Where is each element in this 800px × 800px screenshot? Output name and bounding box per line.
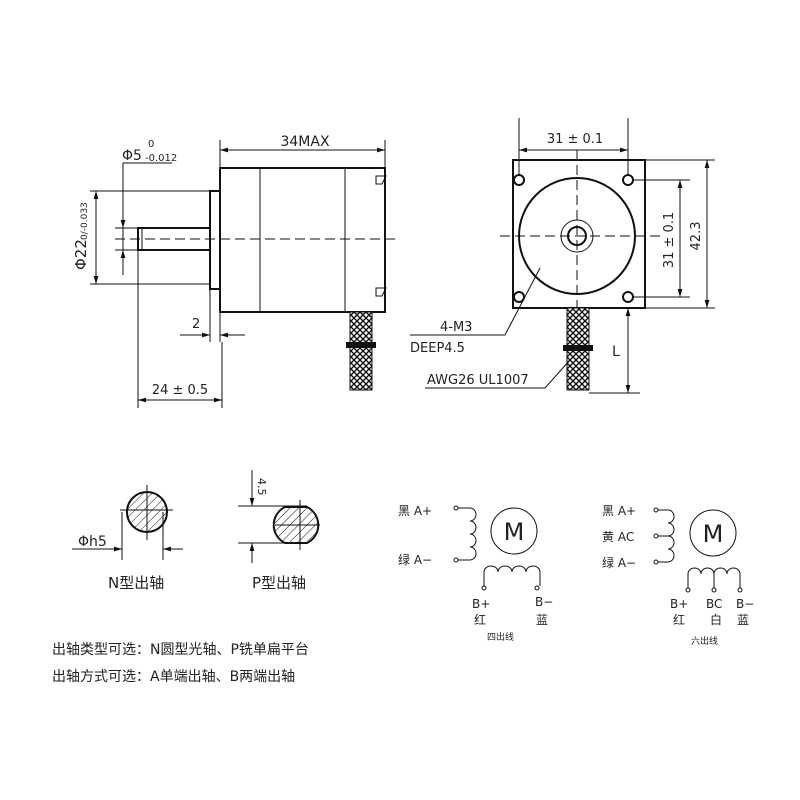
note-shaft-mode: 出轴方式可选：A单端出轴、B两端出轴	[52, 669, 295, 685]
n-dim: Φh5	[78, 534, 107, 550]
shaft-tol-lower: -0.012	[145, 153, 177, 164]
cable-length: L	[612, 344, 620, 360]
motor-symbol: M	[703, 520, 724, 548]
flange-thickness: 2	[192, 317, 200, 332]
label-a-minus: 绿 A−	[398, 552, 432, 567]
p-dim: 4.5	[255, 478, 268, 496]
label-b-minus: B−	[736, 597, 754, 611]
shaft-length: 24 ± 0.5	[152, 383, 208, 398]
boss-diameter: Φ22	[72, 239, 90, 270]
label-b-plus-color: 红	[673, 612, 685, 627]
motor-symbol: M	[504, 518, 525, 546]
caption-6-lead: 六出线	[691, 635, 718, 647]
front-face	[512, 159, 646, 309]
label-b-plus: B+	[472, 597, 490, 611]
note-shaft-type: 出轴类型可选：N圆型光轴、P铣单扁平台	[52, 642, 309, 658]
p-type-label: P型出轴	[252, 574, 306, 592]
label-b-plus: B+	[670, 597, 688, 611]
length-dimension: 34MAX	[280, 134, 329, 150]
label-b-minus-color: 蓝	[737, 613, 749, 627]
label-a-plus: 黑 A+	[398, 504, 432, 518]
hole-depth: DEEP4.5	[410, 341, 465, 356]
label-a-center: 黄 AC	[602, 530, 634, 544]
shaft-type-p: 4.5 P型出轴	[238, 470, 320, 592]
shaft-diameter: Φ5	[122, 148, 142, 164]
hole-spacing-vertical: 31 ± 0.1	[662, 212, 677, 268]
label-a-plus: 黑 A+	[602, 504, 636, 518]
cable	[349, 311, 373, 391]
motor-body	[219, 167, 386, 313]
wiring-6-lead: 黑 A+ 黄 AC 绿 A− M B+ 红 BC 白 B− 蓝 六出线	[602, 504, 754, 647]
hole-label: 4-M3	[440, 320, 472, 335]
front-view: 31 ± 0.1 31 ± 0.1 42.3 L 4-M3 DEEP4.5 AW…	[410, 118, 715, 394]
flange-boss	[209, 190, 221, 290]
label-b-minus: B−	[535, 595, 553, 609]
boss-tolerance: 0/-0.033	[80, 202, 90, 240]
label-a-minus: 绿 A−	[602, 555, 636, 570]
label-b-plus-color: 红	[474, 612, 486, 627]
shaft-type-n: Φh5 N型出轴	[72, 485, 183, 592]
wiring-4-lead: 黑 A+ 绿 A− M B+ 红 B− 蓝 四出线	[398, 504, 553, 643]
cable-spec: AWG26 UL1007	[427, 373, 529, 388]
hole-spacing-horizontal: 31 ± 0.1	[547, 132, 603, 147]
side-view: 34MAX Φ5 0 -0.012 Φ22 0/-0.033 2 24 ± 0.…	[72, 134, 400, 408]
n-type-label: N型出轴	[108, 574, 164, 592]
label-b-minus-color: 蓝	[536, 613, 548, 627]
body-size: 42.3	[689, 222, 704, 251]
caption-4-lead: 四出线	[487, 631, 514, 643]
label-b-center: BC	[706, 597, 722, 611]
shaft-tol-upper: 0	[148, 139, 154, 150]
label-b-center-color: 白	[710, 612, 722, 627]
